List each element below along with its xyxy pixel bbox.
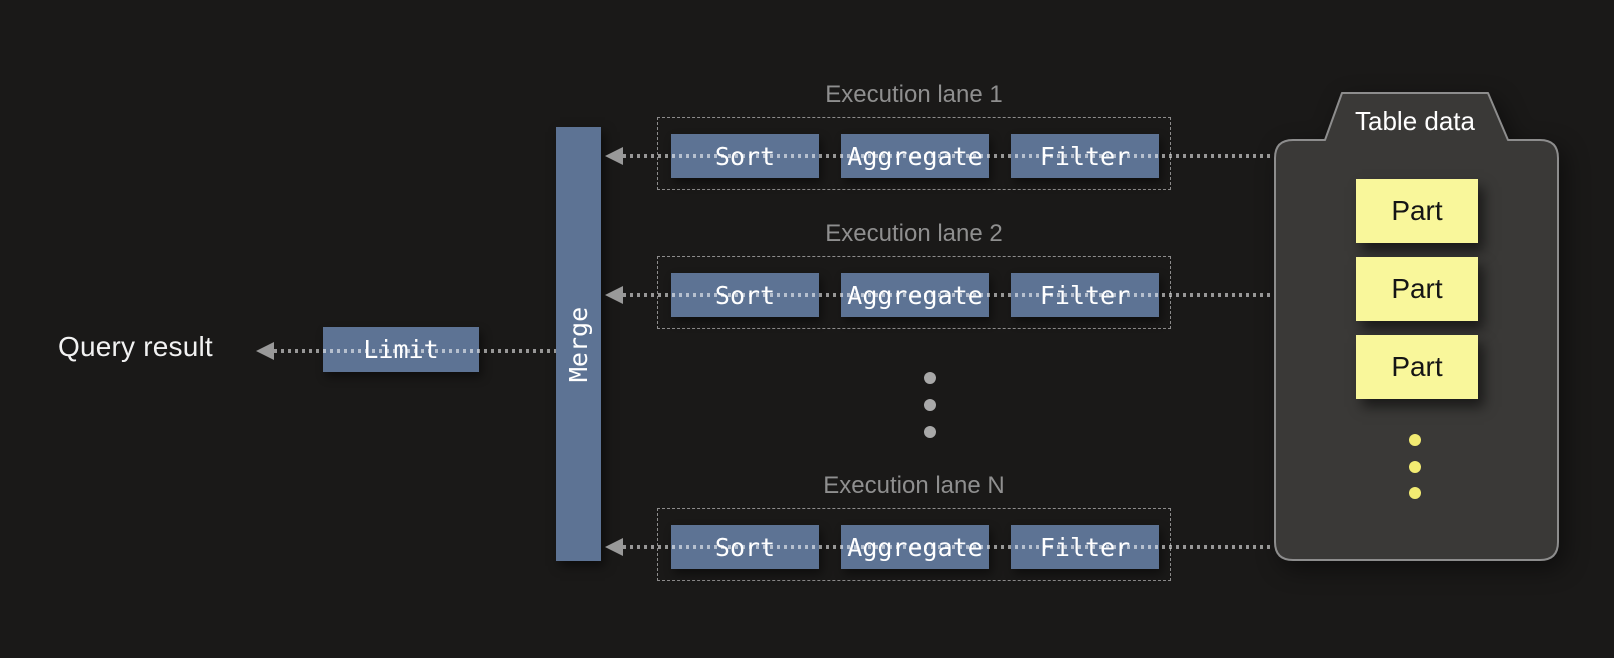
execution-lane-1-label: Execution lane 1 bbox=[825, 81, 1003, 108]
table-data-title: Table data bbox=[1355, 106, 1475, 136]
lane-1-arrow-line bbox=[623, 154, 1272, 158]
merge-bar: Merge bbox=[556, 127, 601, 561]
execution-lane-2-label: Execution lane 2 bbox=[825, 220, 1003, 247]
left-arrowhead-icon bbox=[605, 538, 623, 556]
dot bbox=[924, 399, 936, 411]
dot bbox=[1409, 434, 1421, 446]
lane-n-arrow-line bbox=[623, 545, 1272, 549]
left-arrowhead-icon bbox=[605, 147, 623, 165]
left-arrowhead-icon bbox=[605, 286, 623, 304]
dot bbox=[1409, 487, 1421, 499]
table-data-outline bbox=[1274, 92, 1559, 561]
dot bbox=[924, 372, 936, 384]
limit-arrow-line bbox=[274, 349, 556, 353]
dot bbox=[1409, 461, 1421, 473]
part-box: Part bbox=[1356, 257, 1478, 321]
lane-2-arrow-line bbox=[623, 293, 1272, 297]
execution-lane-n-label: Execution lane N bbox=[823, 472, 1005, 499]
merge-label: Merge bbox=[564, 306, 594, 382]
part-box: Part bbox=[1356, 335, 1478, 399]
dot bbox=[924, 426, 936, 438]
query-result-label: Query result bbox=[58, 331, 213, 362]
part-box: Part bbox=[1356, 179, 1478, 243]
left-arrowhead-icon bbox=[256, 342, 274, 360]
